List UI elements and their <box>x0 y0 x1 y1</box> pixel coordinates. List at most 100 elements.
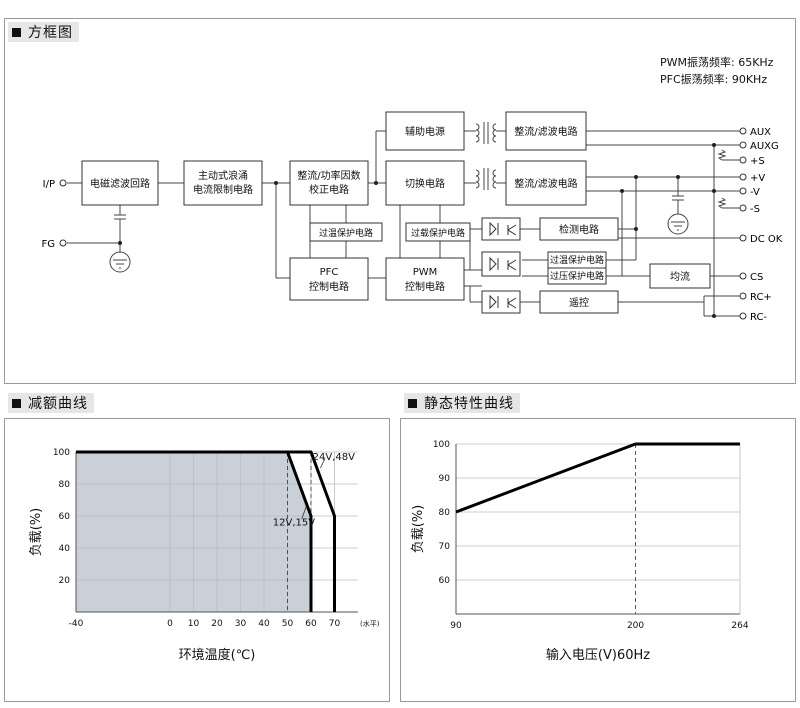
svg-text:过温保护电路: 过温保护电路 <box>319 227 373 239</box>
terminal-dc-ok: DC OK <box>750 234 783 245</box>
x-tick-label: 264 <box>731 621 748 631</box>
emi-filter-block: 电磁滤波回路 <box>81 160 159 206</box>
terminal-fg: FG <box>41 239 55 250</box>
svg-text:校正电路: 校正电路 <box>309 183 349 196</box>
svg-text:电磁滤波回路: 电磁滤波回路 <box>90 177 150 190</box>
ground-icon <box>109 251 131 273</box>
optocoupler-icon <box>481 290 521 314</box>
ground-icon <box>667 213 689 235</box>
svg-text:遥控: 遥控 <box>569 296 589 309</box>
series-label-pointer <box>320 458 326 469</box>
svg-text:辅助电源: 辅助电源 <box>405 125 445 138</box>
terminal-cs: CS <box>750 272 763 283</box>
static-panel <box>400 418 796 702</box>
y-tick-label: 20 <box>59 576 71 586</box>
svg-text:控制电路: 控制电路 <box>309 280 349 293</box>
y-tick-label: 100 <box>433 440 450 450</box>
y-tick-label: 70 <box>439 542 451 552</box>
x-unit-note: (水平) <box>360 619 380 628</box>
terminal-plus-s: +S <box>750 156 765 167</box>
terminal-aux: AUX <box>750 127 771 138</box>
ovp-block: 过压保护电路 <box>547 267 607 285</box>
x-tick-label: 0 <box>167 619 173 629</box>
remote-block: 遥控 <box>539 290 619 314</box>
x-axis-label: 环境温度(℃) <box>179 647 256 663</box>
svg-text:整流/功率因数: 整流/功率因数 <box>297 169 360 182</box>
otp-block: 过温保护电路 <box>309 222 383 242</box>
optocoupler-icon <box>481 217 521 241</box>
svg-text:PFC: PFC <box>320 267 339 278</box>
svg-text:过压保护电路: 过压保护电路 <box>550 270 604 282</box>
y-tick-label: 60 <box>439 576 451 586</box>
derating-chart: -40 0 10 20 30 40 50 60 70 20 40 60 80 100 (水平) 24V,48V… <box>29 448 380 663</box>
olp-block: 过载保护电路 <box>405 222 471 242</box>
terminal-plus-v: +V <box>750 173 765 184</box>
y-tick-label: 80 <box>439 508 451 518</box>
block-diagram-title: 方框图 <box>8 22 79 42</box>
terminal-labels: I/P FG AUX AUXG +S +V -V -S DC OK CS RC+… <box>41 127 782 323</box>
svg-text:电流限制电路: 电流限制电路 <box>193 183 253 196</box>
svg-text:均流: 均流 <box>670 270 690 283</box>
terminal-rc-minus: RC- <box>750 312 767 323</box>
svg-text:检测电路: 检测电路 <box>559 223 599 236</box>
y-tick-label: 40 <box>59 544 71 554</box>
series-label-12v-15v: 12V,15V <box>273 518 315 529</box>
otp-secondary-block: 过温保护电路 <box>547 251 607 269</box>
svg-text:整流/滤波电路: 整流/滤波电路 <box>514 177 577 190</box>
x-tick-label: 30 <box>235 619 247 629</box>
square-bullet-icon <box>12 398 21 408</box>
junction-dots <box>118 143 716 318</box>
terminal-input: I/P <box>43 179 55 190</box>
switching-block: 切换电路 <box>385 160 465 206</box>
x-tick-label: 50 <box>282 619 294 629</box>
svg-text:PWM: PWM <box>413 267 438 278</box>
x-axis-label: 输入电压(V)60Hz <box>546 647 650 663</box>
svg-text:整流/滤波电路: 整流/滤波电路 <box>514 125 577 138</box>
static-chart: 90 200 264 60 70 80 90 100 输入电压(V)60Hz 负载(%) <box>411 440 749 663</box>
current-share-block: 均流 <box>649 263 711 289</box>
x-tick-label: 90 <box>450 621 462 631</box>
pfc-rectifier-block: 整流/功率因数 校正电路 <box>289 160 369 206</box>
terminal-rc-plus: RC+ <box>750 292 772 303</box>
terminal-auxg: AUXG <box>750 141 779 152</box>
series-line-1 <box>455 442 740 514</box>
series-label-24v-48v: 24V,48V <box>313 452 355 463</box>
y-tick-label: 90 <box>439 474 451 484</box>
aux-power-block: 辅助电源 <box>385 111 465 151</box>
x-tick-label: 10 <box>188 619 200 629</box>
terminal-minus-v: -V <box>750 187 760 198</box>
optocoupler-icon <box>481 251 521 277</box>
detect-block: 检测电路 <box>539 217 619 241</box>
x-tick-label: 60 <box>305 619 317 629</box>
svg-text:控制电路: 控制电路 <box>405 280 445 293</box>
x-tick-label: 40 <box>258 619 270 629</box>
inrush-limit-block: 主动式浪涌 电流限制电路 <box>183 160 263 206</box>
series-label-pointer <box>301 506 307 520</box>
pfc-frequency: PFC振荡频率: 90KHz <box>660 73 768 86</box>
transformer-icon <box>464 122 506 144</box>
x-tick-label: 20 <box>211 619 223 629</box>
svg-text:主动式浪涌: 主动式浪涌 <box>198 169 248 182</box>
y-axis-label: 负载(%) <box>29 508 44 557</box>
y-axis-label: 负载(%) <box>411 505 426 554</box>
x-tick-label: -40 <box>69 619 84 629</box>
y-tick-label: 100 <box>53 448 70 458</box>
transformer-icon <box>464 168 506 190</box>
y-tick-label: 60 <box>59 512 71 522</box>
svg-text:切换电路: 切换电路 <box>405 177 445 190</box>
y-tick-label: 80 <box>59 480 71 490</box>
square-bullet-icon <box>12 27 21 37</box>
pwm-frequency: PWM振荡频率: 65KHz <box>660 56 774 69</box>
x-tick-label: 200 <box>627 621 644 631</box>
x-tick-label: 70 <box>329 619 341 629</box>
pwm-control-block: PWM 控制电路 <box>385 257 465 301</box>
pfc-control-block: PFC 控制电路 <box>289 257 369 301</box>
square-bullet-icon <box>408 398 417 408</box>
aux-rectifier-filter-block: 整流/滤波电路 <box>505 111 587 151</box>
derating-title: 减额曲线 <box>8 393 94 413</box>
terminal-minus-s: -S <box>750 204 760 215</box>
series-line-2 <box>76 450 336 612</box>
svg-text:过温保护电路: 过温保护电路 <box>550 254 604 266</box>
svg-text:过载保护电路: 过载保护电路 <box>411 227 465 239</box>
terminal-circles <box>59 127 747 320</box>
